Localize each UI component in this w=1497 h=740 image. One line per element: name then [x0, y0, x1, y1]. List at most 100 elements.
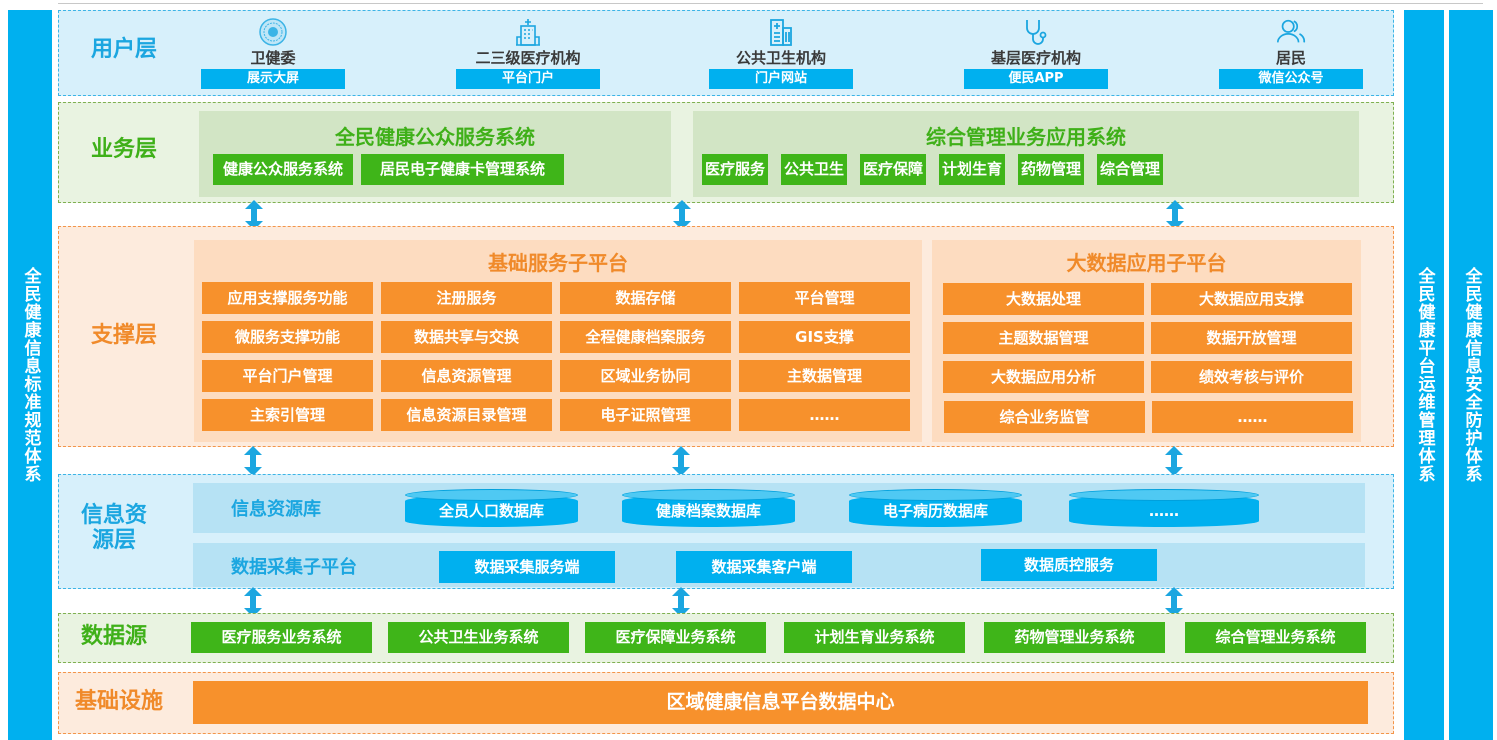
- data-source-system[interactable]: 药物管理业务系统: [984, 622, 1165, 653]
- user-name: 基层医疗机构: [990, 49, 1081, 67]
- ops-management-bar: 全民健康平台运维管理体系: [1404, 10, 1444, 740]
- data-collection-item[interactable]: 数据采集服务端: [439, 551, 615, 583]
- bigdata-item[interactable]: 大数据应用分析: [943, 361, 1144, 393]
- bigdata-item[interactable]: ……: [1152, 401, 1353, 433]
- base-service-item[interactable]: 主数据管理: [739, 360, 910, 392]
- data-collection-item[interactable]: 数据采集客户端: [676, 551, 852, 583]
- user-layer: 用户层 卫健委 展示大屏 二三级医疗机构 平台门户 公共卫生机构 门户网站 基层…: [58, 10, 1394, 96]
- user-channel-tag[interactable]: 展示大屏: [201, 69, 345, 89]
- base-service-platform-panel: 基础服务子平台 应用支撑服务功能 注册服务 数据存储 平台管理 微服务支撑功能 …: [194, 240, 922, 442]
- database-item[interactable]: 全员人口数据库: [405, 489, 578, 527]
- management-item[interactable]: 药物管理: [1018, 154, 1084, 185]
- management-item[interactable]: 医疗保障: [860, 154, 926, 185]
- building-icon: [765, 17, 797, 47]
- bidirectional-arrow-icon: [673, 200, 691, 230]
- base-service-item[interactable]: 主索引管理: [202, 399, 373, 431]
- data-source-system[interactable]: 综合管理业务系统: [1185, 622, 1366, 653]
- user-item-primary-care[interactable]: 基层医疗机构 便民APP: [964, 11, 1108, 97]
- user-channel-tag[interactable]: 便民APP: [964, 69, 1108, 89]
- user-channel-tag[interactable]: 平台门户: [456, 69, 600, 89]
- management-item[interactable]: 医疗服务: [702, 154, 768, 185]
- data-source-system[interactable]: 医疗保障业务系统: [585, 622, 766, 653]
- database-cylinder-top: [405, 489, 578, 501]
- database-cylinder-top: [849, 489, 1022, 501]
- base-service-platform-title: 基础服务子平台: [488, 251, 628, 275]
- management-item[interactable]: 计划生育: [939, 154, 1005, 185]
- database-cylinder-top: [1069, 489, 1259, 501]
- base-service-item[interactable]: 微服务支撑功能: [202, 321, 373, 353]
- user-channel-tag[interactable]: 门户网站: [709, 69, 853, 89]
- data-source-system[interactable]: 计划生育业务系统: [784, 622, 965, 653]
- info-resource-title-line-1: 信息资: [81, 503, 148, 528]
- base-service-item[interactable]: 平台门户管理: [202, 360, 373, 392]
- info-resource-layer-title: 信息资 源层: [81, 503, 147, 554]
- base-service-item[interactable]: 全程健康档案服务: [560, 321, 731, 353]
- bigdata-platform-panel: 大数据应用子平台 大数据处理 大数据应用支撑 主题数据管理 数据开放管理 大数据…: [932, 240, 1361, 442]
- database-item[interactable]: ……: [1069, 489, 1259, 527]
- base-service-item[interactable]: 注册服务: [381, 282, 552, 314]
- user-layer-title: 用户层: [91, 37, 158, 62]
- bigdata-item[interactable]: 数据开放管理: [1151, 322, 1352, 354]
- stethoscope-icon: [1020, 17, 1052, 47]
- data-collection-band: 数据采集子平台 数据采集服务端 数据采集客户端 数据质控服务: [193, 543, 1365, 587]
- base-service-item[interactable]: 数据共享与交换: [381, 321, 552, 353]
- database-item[interactable]: 健康档案数据库: [622, 489, 795, 527]
- user-item-hospitals[interactable]: 二三级医疗机构 平台门户: [456, 11, 600, 97]
- user-item-health-commission[interactable]: 卫健委 展示大屏: [201, 11, 345, 97]
- public-service-item[interactable]: 健康公众服务系统: [213, 154, 353, 185]
- hospital-icon: [512, 17, 544, 47]
- database-item[interactable]: 电子病历数据库: [849, 489, 1022, 527]
- base-service-item[interactable]: 数据存储: [560, 282, 731, 314]
- data-collection-item[interactable]: 数据质控服务: [981, 549, 1157, 581]
- database-label: ……: [1149, 502, 1179, 520]
- data-center-block[interactable]: 区域健康信息平台数据中心: [193, 681, 1368, 724]
- user-name: 居民: [1275, 49, 1306, 67]
- bidirectional-arrow-icon: [672, 446, 690, 476]
- bidirectional-arrow-icon: [672, 587, 690, 617]
- bigdata-item[interactable]: 大数据处理: [943, 283, 1144, 315]
- management-item[interactable]: 公共卫生: [781, 154, 847, 185]
- base-service-item[interactable]: ……: [739, 399, 910, 431]
- bigdata-platform-title: 大数据应用子平台: [1066, 251, 1227, 275]
- base-service-item[interactable]: 应用支撑服务功能: [202, 282, 373, 314]
- management-system-panel: 综合管理业务应用系统 医疗服务 公共卫生 医疗保障 计划生育 药物管理 综合管理: [693, 111, 1359, 197]
- people-icon: [1275, 17, 1307, 47]
- security-protection-bar: 全民健康信息安全防护体系: [1449, 10, 1493, 740]
- business-layer-title: 业务层: [91, 137, 158, 162]
- bigdata-item[interactable]: 大数据应用支撑: [1151, 283, 1352, 315]
- standards-system-bar: 全民健康信息标准规范体系: [8, 10, 52, 740]
- base-service-item[interactable]: 信息资源管理: [381, 360, 552, 392]
- base-service-item[interactable]: GIS支撑: [739, 321, 910, 353]
- bidirectional-arrow-icon: [1165, 446, 1183, 476]
- database-cylinder-top: [622, 489, 795, 501]
- base-service-item[interactable]: 平台管理: [739, 282, 910, 314]
- user-channel-tag[interactable]: 微信公众号: [1219, 69, 1363, 89]
- support-layer: 支撑层 基础服务子平台 应用支撑服务功能 注册服务 数据存储 平台管理 微服务支…: [58, 226, 1394, 447]
- bidirectional-arrow-icon: [244, 587, 262, 617]
- data-source-system[interactable]: 医疗服务业务系统: [191, 622, 372, 653]
- public-service-item[interactable]: 居民电子健康卡管理系统: [361, 154, 564, 185]
- management-item[interactable]: 综合管理: [1097, 154, 1163, 185]
- bigdata-item[interactable]: 综合业务监管: [944, 401, 1145, 433]
- top-divider: [58, 3, 1483, 4]
- data-collection-label: 数据采集子平台: [231, 557, 357, 578]
- base-service-item[interactable]: 信息资源目录管理: [381, 399, 552, 431]
- public-service-system-panel: 全民健康公众服务系统 健康公众服务系统 居民电子健康卡管理系统: [199, 111, 671, 197]
- resource-library-label: 信息资源库: [231, 499, 321, 520]
- bigdata-item[interactable]: 主题数据管理: [943, 322, 1144, 354]
- user-item-public-health[interactable]: 公共卫生机构 门户网站: [709, 11, 853, 97]
- bigdata-item[interactable]: 绩效考核与评价: [1151, 361, 1352, 393]
- base-service-item[interactable]: 区域业务协同: [560, 360, 731, 392]
- infrastructure-layer-title: 基础设施: [75, 689, 164, 714]
- base-service-item[interactable]: 电子证照管理: [560, 399, 731, 431]
- infrastructure-layer: 基础设施 区域健康信息平台数据中心: [58, 672, 1394, 734]
- user-item-residents[interactable]: 居民 微信公众号: [1219, 11, 1363, 97]
- standards-system-label: 全民健康信息标准规范体系: [20, 267, 41, 483]
- business-layer: 业务层 全民健康公众服务系统 健康公众服务系统 居民电子健康卡管理系统 综合管理…: [58, 102, 1394, 203]
- data-source-system[interactable]: 公共卫生业务系统: [388, 622, 569, 653]
- data-source-layer-title: 数据源: [81, 624, 148, 649]
- emblem-icon: [257, 17, 289, 47]
- public-service-system-title: 全民健康公众服务系统: [335, 125, 535, 149]
- bidirectional-arrow-icon: [245, 200, 263, 230]
- bidirectional-arrow-icon: [244, 446, 262, 476]
